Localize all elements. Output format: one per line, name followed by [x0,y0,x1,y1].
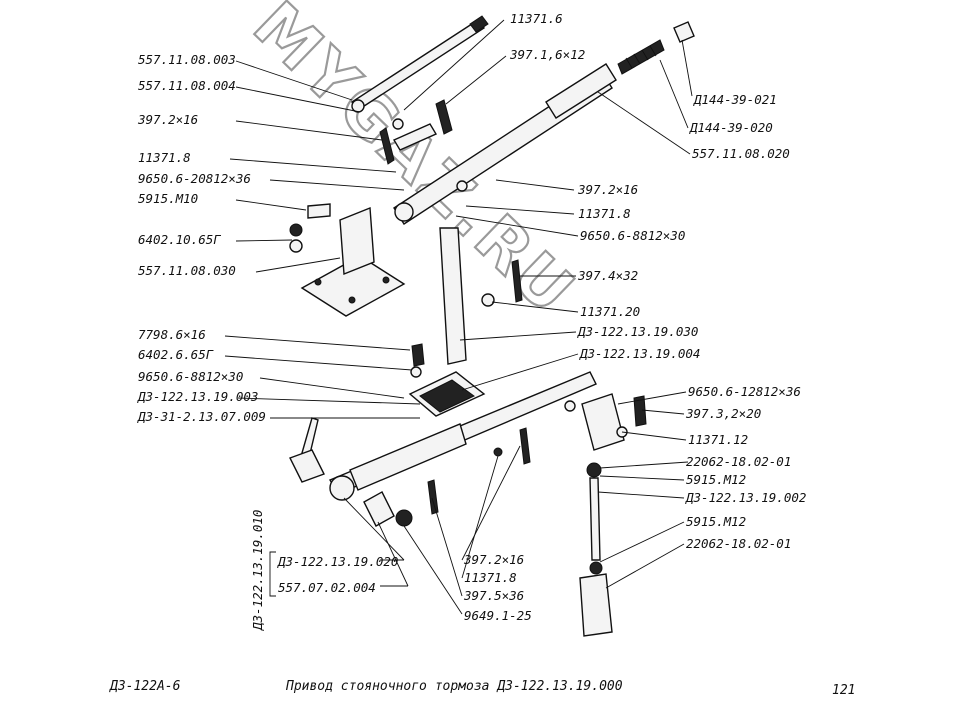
label-11371-8-right: 11371.8 [578,206,631,221]
labels-bottom: Д3-122.13.19.010 Д3-122.13.19.020 557.07… [250,510,532,631]
label-d3-122-13-19-004: Д3-122.13.19.004 [579,346,700,361]
label-11371-20: 11371.20 [580,304,640,319]
bolt-clevis [633,395,647,427]
rod-thread [469,15,489,33]
label-d3-122-13-19-010-vertical: Д3-122.13.19.010 [250,510,265,631]
clevis-upper [581,393,625,451]
label-bracket [269,551,276,597]
label-d3-122-13-19-030: Д3-122.13.19.030 [577,324,698,339]
label-557-11-08-030: 557.11.08.030 [138,263,236,278]
plate-bolt-3 [382,276,390,284]
bolt-upper-1 [379,127,395,165]
rod-eye [351,99,365,113]
nut-left-1 [289,223,303,237]
equalizer-face [419,379,475,413]
threaded-rod [589,477,601,561]
label-d3-122-13-19-002: Д3-122.13.19.002 [685,490,806,505]
label-557-11-08-020: 557.11.08.020 [692,146,790,161]
label-22062-18-02-01-b: 22062-18.02-01 [686,536,791,551]
label-9650-6-8812x30-right: 9650.6-8812×30 [580,228,685,243]
plate-bolt-2 [348,296,356,304]
bracket-plate [300,255,406,317]
label-9650-6-8812x30-left: 9650.6-8812×30 [138,369,243,384]
footer: Д3-122А-6 Привод стояночного тормоза Д3-… [109,679,855,698]
washer-left-1 [289,239,303,253]
nut-m12-2 [589,561,603,575]
lever-tube [545,63,617,119]
leader-lines [224,19,693,615]
pin-clevis [564,400,576,412]
label-397-1-6x12: 397.1,6×12 [509,47,585,62]
bolt-upper-2 [435,99,453,135]
vertical-link [439,227,467,365]
washer-lower [493,447,503,457]
lower-lever-bar [349,423,467,491]
label-6402-6-65g: 6402.6.65Г [138,347,214,362]
label-11371-6: 11371.6 [510,11,563,26]
labels-right: Д144-39-021 Д144-39-020 557.11.08.020 39… [577,92,806,551]
upper-rod [350,19,486,111]
small-link [392,123,438,151]
label-11371-8-bottom: 11371.8 [464,570,517,585]
bolt-lower-2 [519,427,531,465]
bushing-cylinder [289,449,325,483]
label-7798-6x16: 7798.6×16 [138,327,206,342]
label-397-5x36: 397.5×36 [463,588,524,603]
label-397-2x16-left: 397.2×16 [137,112,198,127]
label-22062-18-02-01-a: 22062-18.02-01 [686,454,791,469]
washer-upper [392,118,404,130]
clevis-lower [579,573,613,637]
labels-top: 11371.6 397.1,6×12 [509,11,585,62]
label-397-2x16-bottom: 397.2×16 [463,552,524,567]
label-397-2x16-right: 397.2×16 [577,182,638,197]
label-557-07-02-004: 557.07.02.004 [278,580,376,595]
label-9649-1-25: 9649.1-25 [464,608,532,623]
label-5915-m10: 5915.M10 [138,191,198,206]
bolt-left [307,203,331,219]
nut-m12-1 [586,462,602,478]
label-557-11-08-003: 557.11.08.003 [138,52,236,67]
label-5915-m12-b: 5915.M12 [686,514,746,529]
label-d3-122-13-19-003: Д3-122.13.19.003 [137,389,258,404]
lever-pivot [394,202,414,222]
spring [617,39,665,75]
washer-link [481,293,495,307]
labels-left: 557.11.08.003 557.11.08.004 397.2×16 113… [137,52,266,424]
bolt-link [511,259,523,303]
label-6402-10-65g: 6402.10.65Г [138,232,221,247]
label-11371-12: 11371.12 [688,432,748,447]
label-5915-m12-a: 5915.M12 [686,472,746,487]
ring-lower [395,509,413,527]
footer-title: Привод стояночного тормоза Д3-122.13.19.… [285,679,623,694]
exploded-parts-drawing [289,15,695,637]
label-397-3-2x20: 397.3,2×20 [685,406,761,421]
spring-cap [673,21,695,43]
label-9650-6-12812x36: 9650.6-12812×36 [688,384,801,399]
label-11371-8-left: 11371.8 [138,150,191,165]
footer-model: Д3-122А-6 [109,679,181,694]
washer-6402 [410,366,422,378]
label-d3-122-13-19-020: Д3-122.13.19.020 [277,554,398,569]
bushing-lower [363,491,395,527]
plate-bolt-1 [314,278,322,286]
label-557-11-08-004: 557.11.08.004 [138,78,236,93]
label-d144-39-020: Д144-39-020 [689,120,773,135]
bracket-upright [339,206,375,276]
label-d3-31-2-13-07-009: Д3-31-2.13.07.009 [137,409,266,424]
label-397-4x32: 397.4×32 [577,268,638,283]
bolt-7798 [411,343,425,367]
lower-pivot [329,475,355,501]
lever-pin [456,180,468,192]
label-d144-39-021: Д144-39-021 [693,92,777,107]
bolt-lower-1 [427,479,439,515]
label-9650-6-20812x36: 9650.6-20812×36 [138,171,251,186]
footer-page: 121 [832,683,855,698]
